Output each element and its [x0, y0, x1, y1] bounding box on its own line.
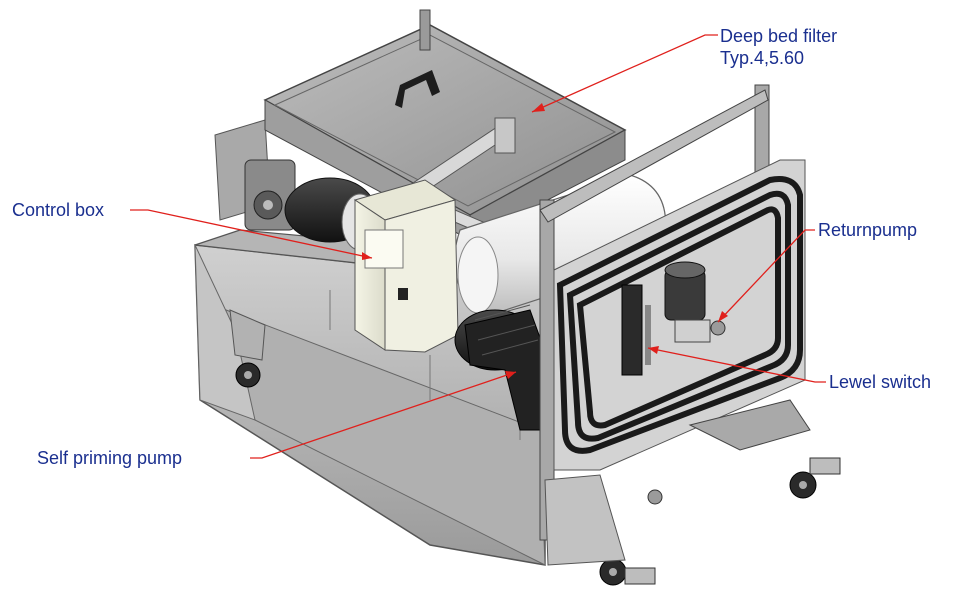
leader-control-box [130, 209, 373, 259]
leader-returnpump [717, 229, 815, 323]
hose-bundle [556, 176, 803, 454]
label-returnpump: Returnpump [818, 220, 918, 240]
label-deep-bed-filter: Deep bed filter Typ.4,5.60 [720, 25, 837, 69]
leader-lines [130, 34, 826, 459]
leader-deep-bed-filter [531, 34, 718, 113]
label-self-priming-pump: Self priming pump [37, 448, 183, 468]
self-priming-pump [454, 304, 549, 431]
leader-arrowheads [362, 103, 728, 379]
right-bracket [688, 399, 811, 451]
lid-handle [395, 70, 440, 108]
deep-bed-filter-housing [263, 9, 627, 241]
label-deep-bed-filter-name: Deep bed filter [720, 26, 838, 46]
label-lewel-switch: Lewel switch [829, 372, 932, 392]
label-deep-bed-filter-type: Typ.4,5.60 [720, 48, 805, 68]
left-leg [229, 309, 626, 566]
control-box [353, 179, 459, 353]
leader-lewel-switch [647, 347, 826, 383]
return-pump [664, 261, 726, 343]
leader-self-priming-pump [250, 371, 517, 459]
level-switch [621, 284, 651, 376]
caster-wheels [235, 362, 841, 586]
label-control-box: Control box [12, 200, 105, 220]
